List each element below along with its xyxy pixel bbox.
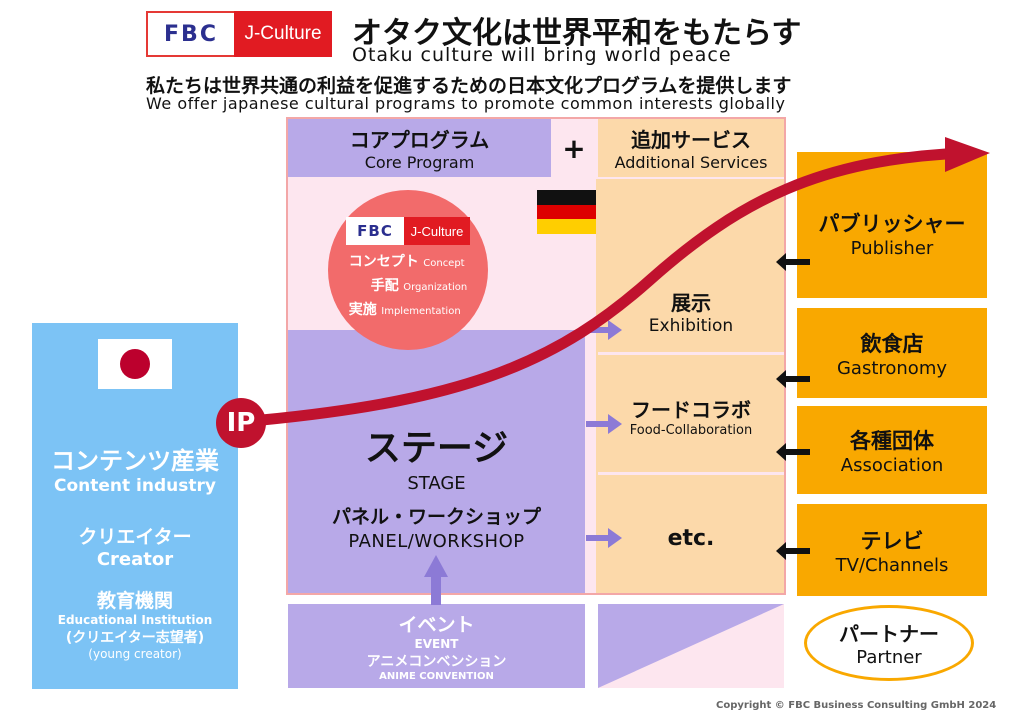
partner-tv-en: TV/Channels: [835, 554, 949, 576]
content-industry-en: Content industry: [54, 476, 216, 496]
page-title-en: Otaku culture will bring world peace: [352, 44, 732, 66]
ip-label: IP: [226, 408, 256, 438]
creator-jp: クリエイター: [78, 526, 192, 548]
logo-jculture: J-Culture: [234, 11, 332, 57]
concept-item: 手配 Organization: [370, 278, 468, 294]
event-jp: イベント: [398, 614, 475, 636]
arrow-from-tv-icon: [776, 542, 810, 560]
partner-label-jp: パートナー: [839, 622, 939, 646]
education-en: Educational Institution: [57, 613, 213, 627]
service-exhibition: 展示 Exhibition: [598, 270, 784, 355]
partner-label-en: Partner: [856, 647, 922, 668]
arrow-to-etc-icon: [586, 528, 622, 548]
concept-circle: FBC J-Culture コンセプト Concept 手配 Organizat…: [328, 190, 488, 350]
header-logo: FBC J-Culture: [146, 11, 332, 57]
additional-services-en: Additional Services: [614, 153, 768, 172]
anime-convention-jp: アニメコンベンション: [366, 654, 507, 670]
arrow-up-icon: [431, 575, 441, 605]
arrow-from-association-icon: [776, 443, 810, 461]
concept-logo-fbc: FBC: [346, 217, 404, 245]
additional-services-jp: 追加サービス: [631, 128, 751, 152]
concept-list: コンセプト Concept 手配 Organization 実施 Impleme…: [349, 251, 467, 323]
service-food-en: Food-Collaboration: [629, 423, 753, 438]
panel-en: PANEL/WORKSHOP: [348, 530, 525, 552]
stage-jp: ステージ: [364, 427, 509, 469]
plus-sign: +: [562, 131, 586, 165]
content-industry-jp: コンテンツ産業: [51, 447, 219, 475]
service-etc: etc.: [598, 484, 784, 592]
concept-logo-jculture: J-Culture: [404, 217, 470, 245]
stage-block: ステージ STAGE パネル・ワークショップ PANEL/WORKSHOP: [288, 420, 585, 552]
partner-association-jp: 各種団体: [850, 428, 934, 453]
arrow-from-gastronomy-icon: [776, 370, 810, 388]
partner-gastronomy-en: Gastronomy: [836, 357, 948, 379]
concept-item: 実施 Implementation: [348, 302, 461, 318]
arrow-from-publisher-icon: [776, 253, 810, 271]
partner-publisher: パブリッシャー Publisher: [797, 152, 987, 298]
partner-publisher-jp: パブリッシャー: [818, 211, 966, 236]
partner-gastronomy-jp: 飲食店: [860, 331, 924, 356]
concept-logo: FBC J-Culture: [346, 217, 470, 245]
partner-oval: パートナー Partner: [804, 605, 974, 681]
service-exhibition-en: Exhibition: [648, 315, 734, 336]
japan-flag-icon: [98, 339, 172, 389]
services-triangle: [598, 604, 784, 688]
service-food-jp: フードコラボ: [631, 398, 751, 422]
logo-fbc: FBC: [146, 11, 234, 57]
aspiring-en: (young creator): [88, 647, 182, 661]
core-program-jp: コアプログラム: [349, 128, 490, 152]
arrow-to-food-icon: [586, 414, 622, 434]
concept-item: コンセプト Concept: [348, 254, 465, 270]
page-subtitle-en: We offer japanese cultural programs to p…: [146, 94, 786, 113]
page-subtitle-jp: 私たちは世界共通の利益を促進するための日本文化プログラムを提供します: [146, 75, 792, 97]
partner-tv: テレビ TV/Channels: [797, 504, 987, 596]
event-en: EVENT: [414, 637, 459, 651]
partner-publisher-en: Publisher: [850, 237, 934, 259]
aspiring-jp: (クリエイター志望者): [65, 630, 205, 646]
additional-services-header: 追加サービス Additional Services: [598, 119, 784, 177]
creators-panel: コンテンツ産業 Content industry クリエイター Creator …: [32, 323, 238, 689]
ip-badge: IP: [216, 398, 266, 448]
arrow-up-head-icon: [424, 555, 448, 577]
partner-association-en: Association: [840, 454, 944, 476]
copyright: Copyright © FBC Business Consulting GmbH…: [716, 700, 997, 711]
partner-gastronomy: 飲食店 Gastronomy: [797, 308, 987, 398]
partner-association: 各種団体 Association: [797, 406, 987, 494]
education-jp: 教育機関: [96, 590, 173, 612]
partner-tv-jp: テレビ: [860, 528, 924, 553]
anime-convention-en: ANIME CONVENTION: [379, 671, 494, 682]
core-program-header: コアプログラム Core Program: [288, 119, 551, 177]
event-block: イベント EVENT アニメコンベンション ANIME CONVENTION: [288, 604, 585, 688]
service-food: フードコラボ Food-Collaboration: [598, 360, 784, 475]
stage-en: STAGE: [407, 472, 466, 494]
service-exhibition-jp: 展示: [671, 290, 711, 315]
page-title-jp: オタク文化は世界平和をもたらす: [352, 16, 802, 51]
arrow-to-exhibition-icon: [586, 320, 622, 340]
creator-en: Creator: [96, 549, 174, 570]
core-program-en: Core Program: [364, 153, 475, 172]
panel-jp: パネル・ワークショップ: [331, 505, 541, 528]
service-etc-label: etc.: [667, 525, 715, 551]
